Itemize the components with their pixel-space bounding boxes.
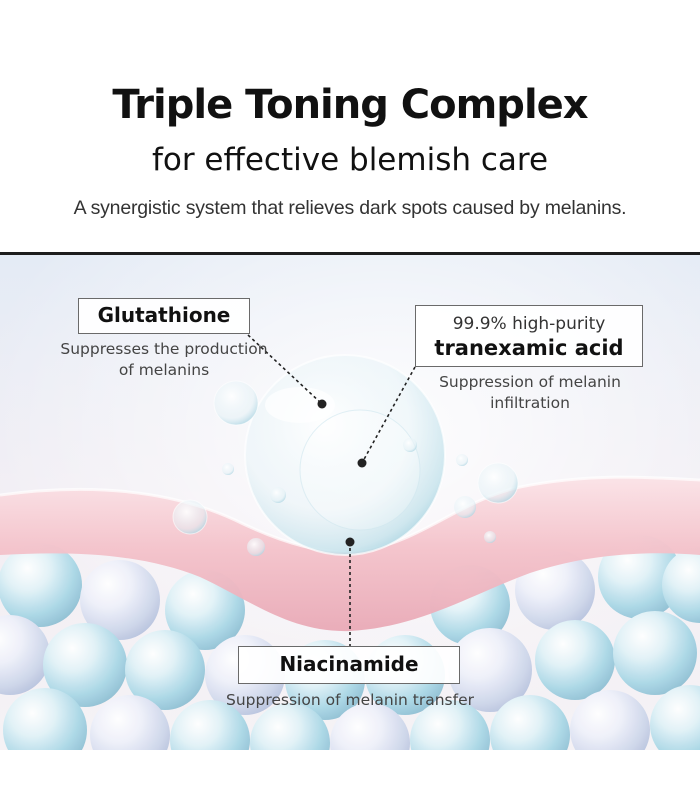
- page-subtitle: for effective blemish care: [151, 142, 549, 178]
- glutathione-description: Suppresses the production of melanins: [60, 340, 268, 379]
- niacinamide-label: Niacinamide: [238, 646, 460, 684]
- tranexamic-acid-label: 99.9% high-purity tranexamic acid: [415, 305, 643, 367]
- glutathione-leader: [247, 334, 323, 405]
- niacinamide-description: Suppression of melanin transfer: [226, 691, 474, 709]
- page-tagline: A synergistic system that relieves dark …: [73, 197, 627, 219]
- footer-space: [0, 750, 700, 800]
- header-section: Triple Toning Complex for effective blem…: [0, 0, 700, 252]
- tranexamic-acid-name: tranexamic acid: [434, 336, 624, 360]
- page-title: Triple Toning Complex: [112, 82, 588, 128]
- tranexamic-acid-prefix: 99.9% high-purity: [452, 314, 606, 334]
- tranexamic-leader: [361, 366, 416, 464]
- section-divider: [0, 252, 700, 255]
- tranexamic-acid-droplet: [244, 354, 446, 556]
- bubbles: [172, 380, 519, 556]
- glutathione-label: Glutathione: [78, 298, 250, 334]
- tranexamic-acid-description: Suppression of melanin infiltration: [439, 373, 621, 412]
